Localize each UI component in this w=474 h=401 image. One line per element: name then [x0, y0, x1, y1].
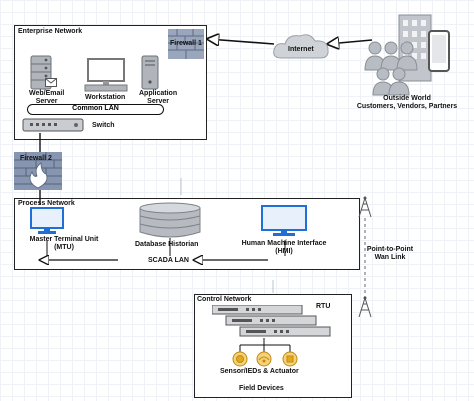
web-email-server-icon: [30, 55, 52, 90]
common-lan-bar: Common LAN: [27, 104, 164, 115]
database-historian-icon: [139, 202, 201, 238]
switch-label: Switch: [92, 122, 115, 129]
ied-icon: [256, 351, 272, 367]
sensor-icon: [232, 351, 248, 367]
scada-lan-label: SCADA LAN: [148, 257, 189, 264]
hmi-label: Human Machine Interface (HMI): [241, 240, 327, 255]
firewall-2-label: Firewall 2: [20, 155, 52, 162]
actuator-icon: [282, 351, 298, 367]
sensors-label: Sensor/IEDs & Actuator: [220, 368, 299, 375]
antenna-bottom-icon: [358, 296, 372, 318]
field-devices-label: Field Devices: [239, 385, 284, 392]
firewall-2-icon: [14, 152, 62, 190]
rtu-rack-icon: [212, 305, 331, 337]
switch-icon: [22, 118, 84, 132]
database-historian-label: Database Historian: [135, 241, 199, 248]
wan-link-label: Point-to-Point Wan Link: [366, 246, 414, 261]
outside-world-label: Outside World: [383, 95, 431, 102]
rtu-label: RTU: [316, 303, 331, 310]
control-network-title: Control Network: [197, 296, 252, 303]
workstation-label: Workstation: [85, 94, 126, 101]
cloud-icon: [273, 34, 329, 59]
mobile-phone-icon: [428, 30, 450, 72]
outside-to-internet-arrow: [328, 40, 373, 44]
hmi-monitor-icon: [261, 205, 307, 236]
mail-icon: [45, 78, 57, 87]
workstation-icon: [84, 58, 128, 92]
flame-icon: [29, 162, 48, 189]
firewall-1-icon: [168, 29, 204, 59]
people-icon: [364, 41, 418, 96]
enterprise-network-title: Enterprise Network: [18, 28, 83, 35]
outside-world-sublabel: Customers, Vendors, Partners: [356, 103, 458, 110]
application-server-icon: [141, 55, 159, 90]
internet-to-firewall-arrow: [208, 39, 275, 44]
mtu-label: Master Terminal Unit (MTU): [29, 236, 99, 251]
web-email-server-label: Web/Email Server: [29, 90, 65, 105]
process-network-title: Process Network: [18, 200, 75, 207]
application-server-label: Application Server: [139, 90, 178, 105]
internet-label: Internet: [288, 46, 314, 53]
mtu-monitor-icon: [30, 207, 64, 234]
firewall-1-label: Firewall 1: [170, 40, 202, 47]
antenna-top-icon: [358, 196, 372, 218]
